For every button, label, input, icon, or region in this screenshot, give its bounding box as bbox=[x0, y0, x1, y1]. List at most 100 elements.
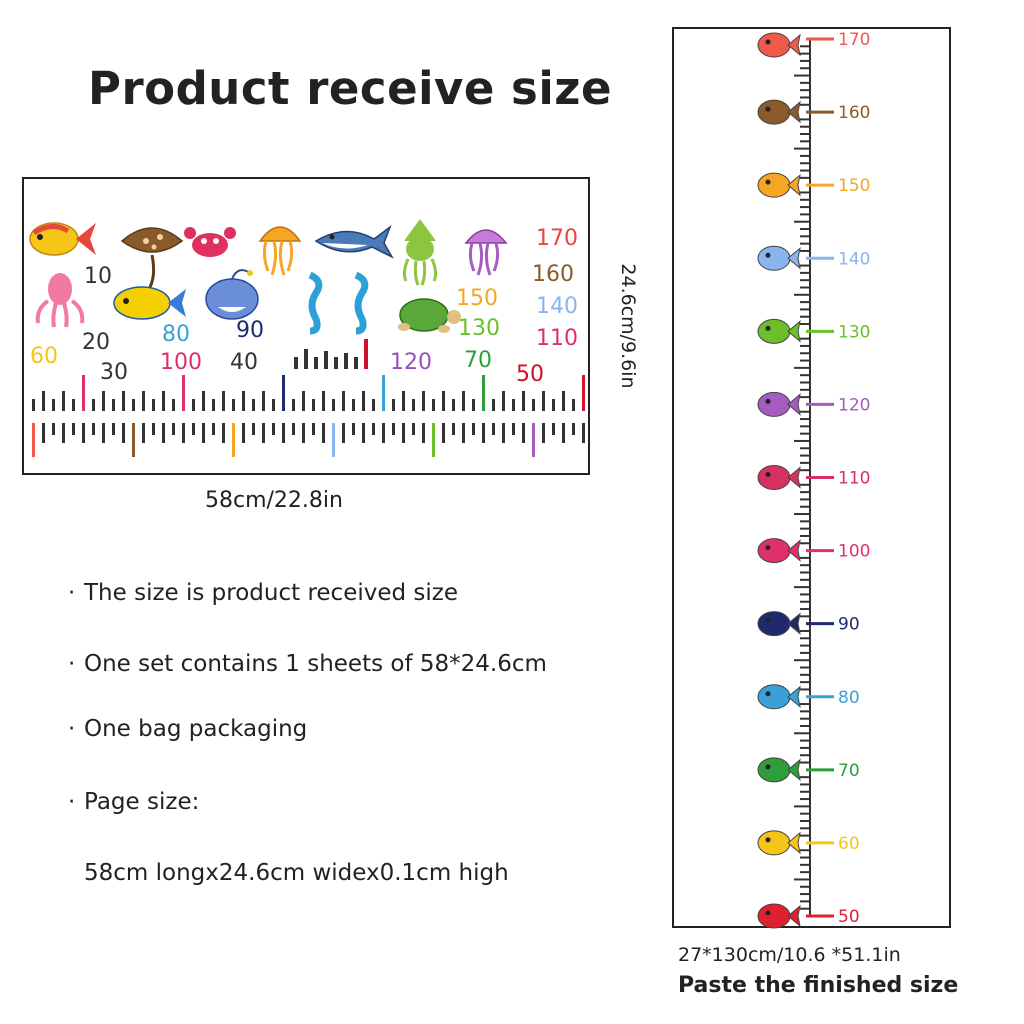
sheet-tick bbox=[502, 423, 505, 443]
sheet-tick bbox=[292, 399, 295, 411]
sheet-tick bbox=[262, 423, 265, 443]
sheet-tick bbox=[162, 423, 165, 443]
ruler-value-label: 90 bbox=[838, 615, 860, 635]
stingray-icon bbox=[757, 99, 801, 125]
sheet-tick bbox=[472, 423, 475, 435]
sheet-tick bbox=[332, 423, 335, 457]
sheet-tick bbox=[272, 399, 275, 411]
crab-icon bbox=[757, 465, 801, 490]
bullet-text: Page size: bbox=[84, 789, 200, 815]
ruler-value-label: 130 bbox=[838, 322, 870, 342]
sheet-tick bbox=[252, 423, 255, 435]
sheet-tick bbox=[222, 423, 225, 443]
ruler-value-label: 150 bbox=[838, 176, 870, 196]
sheet-tick bbox=[332, 399, 335, 411]
sheet-number-label: 10 bbox=[84, 264, 112, 289]
page-size-value: 58cm longx24.6cm widex0.1cm high bbox=[84, 860, 509, 886]
sheet-tick bbox=[32, 423, 35, 457]
sheet-tick-strips bbox=[32, 375, 585, 457]
sheet-number-label: 130 bbox=[458, 316, 500, 341]
ruler-value-label: 100 bbox=[838, 542, 870, 562]
sheet-tick bbox=[372, 423, 375, 435]
ruler-value-label: 120 bbox=[838, 395, 870, 415]
sheet-tick bbox=[32, 399, 35, 411]
sheet-tick bbox=[52, 423, 55, 435]
bullet-dot: · bbox=[68, 580, 76, 606]
sheet-tick bbox=[452, 399, 455, 411]
sheet-tick bbox=[42, 391, 45, 411]
sheet-number-label: 40 bbox=[230, 350, 258, 375]
sheet-tick bbox=[222, 391, 225, 411]
sheet-tick bbox=[242, 423, 245, 443]
sheet-number-label: 120 bbox=[390, 350, 432, 375]
sheet-tick bbox=[432, 423, 435, 457]
sheet-tick bbox=[402, 423, 405, 443]
ruler-value-label: 50 bbox=[838, 907, 860, 927]
sheet-tick bbox=[462, 391, 465, 411]
sheet-tick bbox=[382, 423, 385, 443]
sheet-tick bbox=[392, 399, 395, 411]
sheet-tick bbox=[322, 391, 325, 411]
sheet-tick bbox=[192, 423, 195, 435]
sheet-tick bbox=[572, 399, 575, 411]
sheet-tick bbox=[182, 423, 185, 443]
sheet-tick bbox=[512, 399, 515, 411]
sheet-tick bbox=[152, 399, 155, 411]
sheet-tick bbox=[442, 391, 445, 411]
sheet-tick bbox=[522, 423, 525, 443]
sheet-tick bbox=[522, 391, 525, 411]
sheet-tick bbox=[252, 399, 255, 411]
sheet-tick bbox=[562, 391, 565, 411]
orange-jellyfish-icon bbox=[757, 172, 801, 198]
sheet-tick bbox=[242, 391, 245, 411]
sheet-number-label: 20 bbox=[82, 330, 110, 355]
sheet-width-label: 58cm/22.8in bbox=[205, 488, 343, 513]
sheet-tick bbox=[342, 391, 345, 411]
sheet-tick bbox=[302, 391, 305, 411]
sheet-tick bbox=[212, 399, 215, 411]
ruler-label-caption: Paste the finished size bbox=[678, 973, 959, 998]
sheet-tick bbox=[122, 391, 125, 411]
sheet-tick bbox=[72, 399, 75, 411]
sheet-tick bbox=[352, 423, 355, 435]
sheet-tick bbox=[542, 423, 545, 443]
sheet-number-label: 70 bbox=[464, 348, 492, 373]
sheet-tick bbox=[352, 399, 355, 411]
sheet-tick bbox=[322, 423, 325, 443]
sheet-tick bbox=[422, 391, 425, 411]
sheet-tick bbox=[412, 399, 415, 411]
sheet-tick bbox=[492, 399, 495, 411]
page-title: Product receive size bbox=[88, 62, 612, 115]
sheet-number-label: 90 bbox=[236, 318, 264, 343]
crab-icon bbox=[184, 227, 236, 257]
sheet-tick bbox=[92, 423, 95, 435]
sheet-tick bbox=[532, 423, 535, 457]
shark-icon bbox=[757, 611, 801, 637]
sheet-tick bbox=[582, 375, 585, 411]
octopus-icon bbox=[35, 273, 85, 328]
sheet-tick bbox=[492, 423, 495, 435]
orange-jellyfish-icon bbox=[258, 226, 302, 276]
sheet-tick bbox=[232, 399, 235, 411]
sheet-tick bbox=[552, 399, 555, 411]
starfish-icon bbox=[757, 903, 801, 929]
sheet-tick bbox=[132, 423, 135, 457]
sheet-tick bbox=[172, 399, 175, 411]
sheet-tick bbox=[572, 423, 575, 435]
sheet-number-label: 140 bbox=[536, 294, 578, 319]
shark-icon bbox=[314, 224, 394, 259]
sheet-tick bbox=[392, 423, 395, 435]
bullet-text: One bag packaging bbox=[84, 716, 308, 742]
sheet-number-label: 160 bbox=[532, 262, 574, 287]
sheet-tick bbox=[472, 399, 475, 411]
bullet-text: The size is product received size bbox=[84, 580, 459, 606]
sheet-tick bbox=[502, 391, 505, 411]
ruler-value-label: 140 bbox=[838, 249, 870, 269]
sheet-tick bbox=[312, 423, 315, 435]
sheet-number-label: 80 bbox=[162, 322, 190, 347]
sheet-tick bbox=[192, 399, 195, 411]
sheet-tick bbox=[112, 399, 115, 411]
yellow-fish-icon bbox=[757, 830, 801, 856]
